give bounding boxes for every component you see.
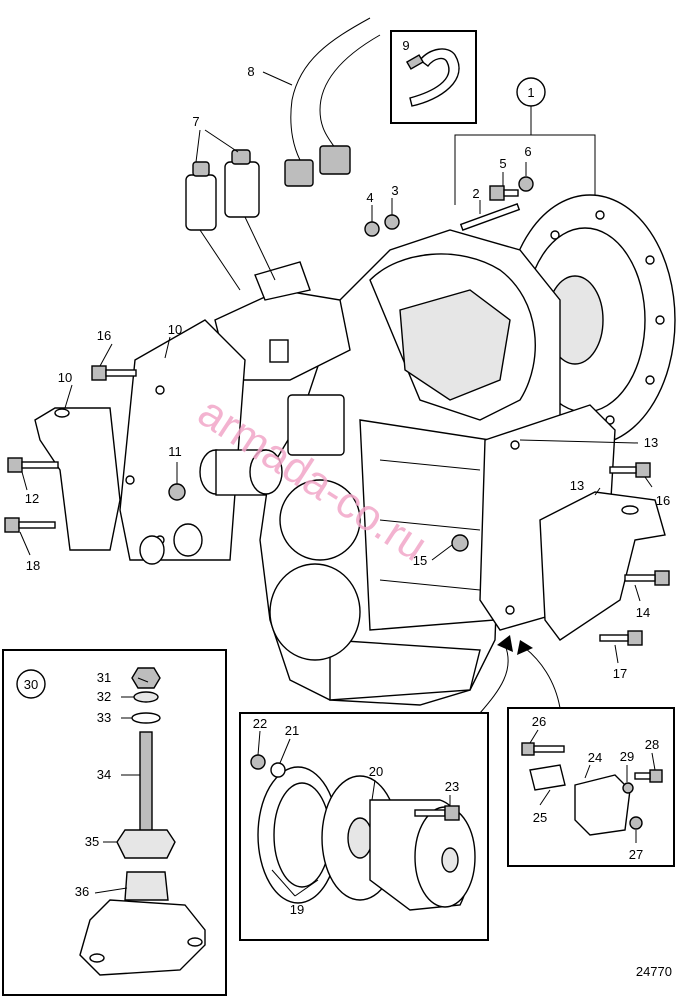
- side-cover-upper: [279, 479, 361, 561]
- arrow-sensor: [524, 647, 561, 709]
- mount-bracket-left: [119, 319, 246, 561]
- callout-9: 9: [402, 38, 409, 53]
- callout-31: 31: [97, 670, 111, 685]
- callout-25: 25: [533, 810, 547, 825]
- inset-box-clip: [390, 30, 477, 124]
- bolt-17: [599, 630, 643, 646]
- bolt-23: [414, 805, 460, 821]
- callout-2: 2: [472, 186, 479, 201]
- inset-box-coupling: [239, 712, 489, 941]
- callout-35: 35: [85, 834, 99, 849]
- bracket-group-1: [454, 134, 596, 205]
- bushing-left: [139, 535, 165, 565]
- bolt-5: [489, 185, 519, 201]
- hydraulic-pump-part: [199, 449, 283, 496]
- callout-30: 30: [24, 677, 38, 692]
- callout-28: 28: [645, 737, 659, 752]
- callout-15: 15: [413, 553, 427, 568]
- arrow-sensor-head: [517, 640, 533, 655]
- bolt-14: [624, 570, 670, 586]
- top-cover-plate: [287, 394, 345, 456]
- speed-sensor-assembly: [521, 742, 663, 836]
- callout-3: 3: [391, 183, 398, 198]
- washer-6: [518, 176, 534, 192]
- stud-2: [459, 203, 521, 231]
- callout-7: 7: [192, 114, 199, 129]
- callout-29: 29: [620, 749, 634, 764]
- inset-box-mount: [2, 649, 227, 996]
- callout-23: 23: [445, 779, 459, 794]
- callout-26: 26: [532, 714, 546, 729]
- callout-circle-1: [516, 77, 546, 107]
- callout-36: 36: [75, 884, 89, 899]
- callout-5: 5: [499, 156, 506, 171]
- callout-14: 14: [636, 605, 650, 620]
- cable-clip-part: [405, 48, 460, 107]
- callout-4: 4: [366, 190, 373, 205]
- callout-17: 17: [613, 666, 627, 681]
- callout-18: 18: [26, 558, 40, 573]
- callout-13-bracket: 13: [644, 435, 658, 450]
- callout-19: 19: [290, 902, 304, 917]
- callout-6: 6: [524, 144, 531, 159]
- nut-4: [364, 221, 380, 237]
- callout-27: 27: [629, 847, 643, 862]
- callout-11: 11: [168, 444, 182, 459]
- nut-11: [168, 483, 186, 501]
- mount-foot-right: [539, 491, 666, 641]
- callout-10-bracket: 10: [168, 322, 182, 337]
- bolt-12: [7, 457, 59, 473]
- callout-labels: 1 2 3 4 5 6 7 8 9 10 10 11 12 13 13 14 1…: [24, 38, 670, 917]
- figure-number: 24770: [636, 964, 672, 979]
- washer-3: [384, 214, 400, 230]
- flexible-coupling-assembly: [257, 766, 476, 911]
- callout-20: 20: [369, 764, 383, 779]
- nut-22: [250, 754, 266, 770]
- mount-foot-left: [34, 407, 121, 551]
- callout-33: 33: [97, 710, 111, 725]
- callout-12: 12: [25, 491, 39, 506]
- engine-mount-assembly: [79, 667, 206, 976]
- side-cover-lower: [269, 563, 361, 661]
- arrow-coupling: [479, 644, 509, 714]
- arrow-coupling-head: [497, 635, 513, 652]
- solenoid-valves-part: [185, 149, 276, 291]
- callout-1: 1: [527, 85, 534, 100]
- callout-8: 8: [247, 64, 254, 79]
- callout-21: 21: [285, 723, 299, 738]
- nut-15: [451, 534, 469, 552]
- bushing-right: [173, 523, 203, 557]
- inset-box-sensor: [507, 707, 675, 867]
- callout-16-left: 16: [97, 328, 111, 343]
- washer-21: [270, 762, 286, 778]
- callout-16-right: 16: [656, 493, 670, 508]
- callout-32: 32: [97, 689, 111, 704]
- callout-13-foot: 13: [570, 478, 584, 493]
- bolt-18: [4, 517, 56, 533]
- callout-22: 22: [253, 716, 267, 731]
- bolt-16-left: [91, 365, 137, 381]
- callout-24: 24: [588, 750, 602, 765]
- valve-block-part: [214, 261, 351, 381]
- callout-10-foot: 10: [58, 370, 72, 385]
- callout-circle-30: [16, 669, 46, 699]
- bolt-16-right: [609, 462, 651, 478]
- cable-harness-part: [284, 17, 381, 187]
- leader-lines: [19, 71, 656, 897]
- callout-34: 34: [97, 767, 111, 782]
